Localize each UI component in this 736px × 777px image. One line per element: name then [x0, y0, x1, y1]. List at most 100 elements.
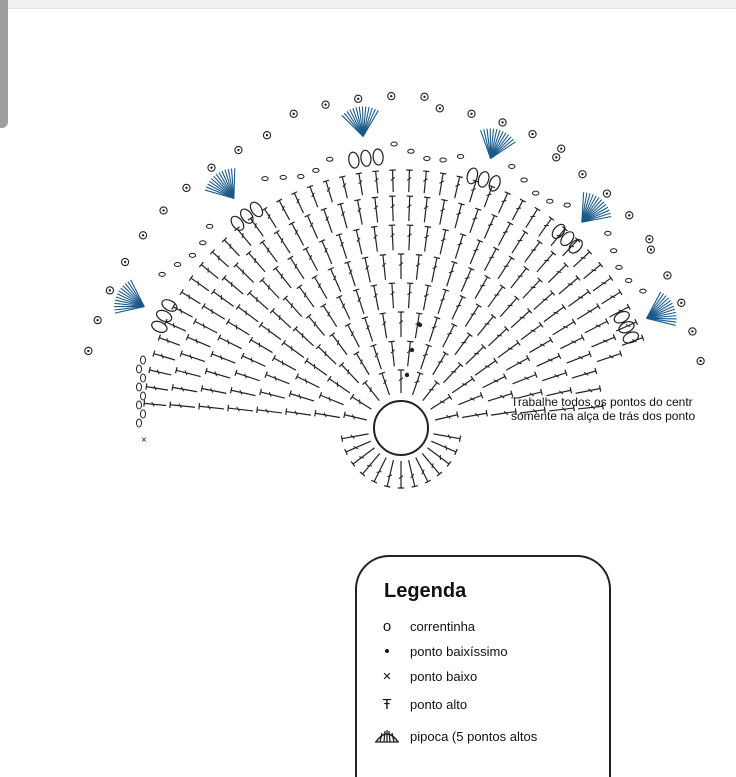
double-crochet-icon: [205, 368, 230, 378]
double-crochet-icon: [222, 238, 239, 256]
double-crochet-icon: [440, 229, 449, 254]
double-crochet-icon: [199, 262, 218, 278]
double-crochet-icon: Ŧ: [372, 694, 402, 716]
double-crochet-icon: [431, 394, 452, 409]
double-crochet-icon: [286, 408, 311, 415]
double-crochet-icon: [246, 251, 265, 272]
double-crochet-icon: [498, 222, 513, 246]
double-crochet-icon: [440, 200, 448, 225]
double-crochet-icon: [388, 341, 394, 366]
double-crochet-icon: [406, 170, 412, 192]
double-crochet-icon: [470, 208, 481, 233]
double-crochet-icon: [483, 374, 507, 388]
instruction-note: Trabalhe todos os pontos do centr soment…: [511, 395, 736, 423]
legend-item-chain: o correntinha: [372, 616, 592, 638]
double-crochet-icon: [303, 247, 318, 271]
legend-item-slip-stitch: • ponto baixíssimo: [372, 641, 592, 663]
double-crochet-icon: [389, 196, 395, 221]
double-crochet-icon: [319, 392, 343, 404]
stitch-ring-3: [286, 312, 517, 415]
double-crochet-icon: [296, 374, 320, 388]
legend-title: Legenda: [384, 580, 466, 603]
double-crochet-icon: [568, 289, 590, 306]
center-ring: [374, 401, 428, 455]
legend-label: ponto baixo: [410, 669, 477, 684]
double-crochet-icon: [609, 304, 630, 317]
double-crochet-icon: [455, 203, 465, 228]
double-crochet-icon: [379, 372, 390, 395]
edge-chain: ×: [137, 356, 148, 446]
double-crochet-icon: [597, 351, 622, 362]
single-crochet-icon: ×: [372, 666, 402, 688]
border-fan-3: [290, 93, 428, 169]
double-crochet-icon: [230, 387, 255, 396]
border-fan-2: [160, 132, 271, 233]
legend-label: pipoca (5 pontos altos: [410, 729, 537, 744]
double-crochet-icon: [421, 344, 432, 369]
double-crochet-icon: [488, 326, 508, 345]
double-crochet-icon: [362, 381, 379, 401]
double-crochet-icon: [380, 313, 387, 338]
double-crochet-icon: [407, 196, 413, 221]
double-crochet-icon: [146, 383, 168, 390]
double-crochet-icon: [175, 367, 200, 376]
double-crochet-icon: [307, 185, 318, 207]
double-crochet-icon: [189, 275, 209, 290]
double-crochet-icon: [511, 308, 532, 327]
double-crochet-icon: [170, 402, 195, 408]
double-crochet-icon: [389, 170, 395, 192]
double-crochet-icon: [521, 322, 543, 339]
chain-loop: [605, 231, 646, 293]
double-crochet-icon: [315, 410, 340, 417]
crochet-chart: ×: [0, 0, 736, 540]
double-crochet-icon: [372, 197, 378, 222]
double-crochet-icon: [337, 203, 347, 228]
double-crochet-icon: [312, 275, 327, 298]
double-crochet-icon: [548, 263, 568, 283]
double-crochet-icon: [321, 304, 337, 327]
double-crochet-icon: [500, 296, 519, 317]
double-crochet-icon: [423, 381, 440, 401]
double-crochet-icon: [544, 304, 566, 321]
single-crochet-icon: ×: [141, 435, 147, 446]
scalloped-border: ×: [85, 93, 704, 446]
double-crochet-icon: [370, 344, 381, 369]
double-crochet-icon: [211, 351, 235, 363]
double-crochet-icon: [276, 199, 289, 220]
double-crochet-icon: [305, 214, 318, 238]
double-crochet-icon: [439, 173, 446, 195]
double-crochet-icon: [534, 291, 555, 310]
double-crochet-icon: [398, 370, 404, 393]
double-crochet-icon: [362, 317, 373, 342]
double-crochet-icon: [371, 226, 377, 251]
center-slip-stitches: [405, 323, 422, 377]
double-crochet-icon: [602, 289, 622, 303]
double-crochet-icon: [270, 308, 291, 327]
double-crochet-icon: [506, 355, 529, 370]
double-crochet-icon: [380, 255, 386, 280]
double-crochet-icon: [499, 192, 511, 213]
double-crochet-icon: [350, 394, 371, 409]
double-crochet-icon: [537, 353, 561, 366]
double-crochet-icon: [274, 230, 290, 253]
chain-loop: [262, 157, 333, 180]
double-crochet-icon: [465, 304, 481, 327]
double-crochet-icon: [484, 214, 497, 238]
border-fan-6: [612, 246, 704, 365]
double-crochet-icon: [199, 403, 224, 409]
double-crochet-icon: [180, 351, 205, 362]
double-crochet-icon: [455, 333, 472, 355]
double-crochet-icon: [262, 207, 276, 227]
double-crochet-icon: [438, 289, 449, 314]
stitch-ring-4: [257, 283, 546, 413]
double-crochet-icon: [153, 351, 175, 360]
double-crochet-icon: [144, 400, 166, 406]
double-crochet-icon: [526, 207, 540, 227]
double-crochet-icon: [461, 268, 474, 292]
double-crochet-icon: [407, 341, 413, 366]
double-crochet-icon: [339, 362, 358, 382]
border-fan-4: [436, 105, 565, 193]
double-crochet-icon: [289, 391, 314, 401]
double-crochet-icon: [193, 319, 217, 333]
border-fan-5: [550, 154, 653, 256]
